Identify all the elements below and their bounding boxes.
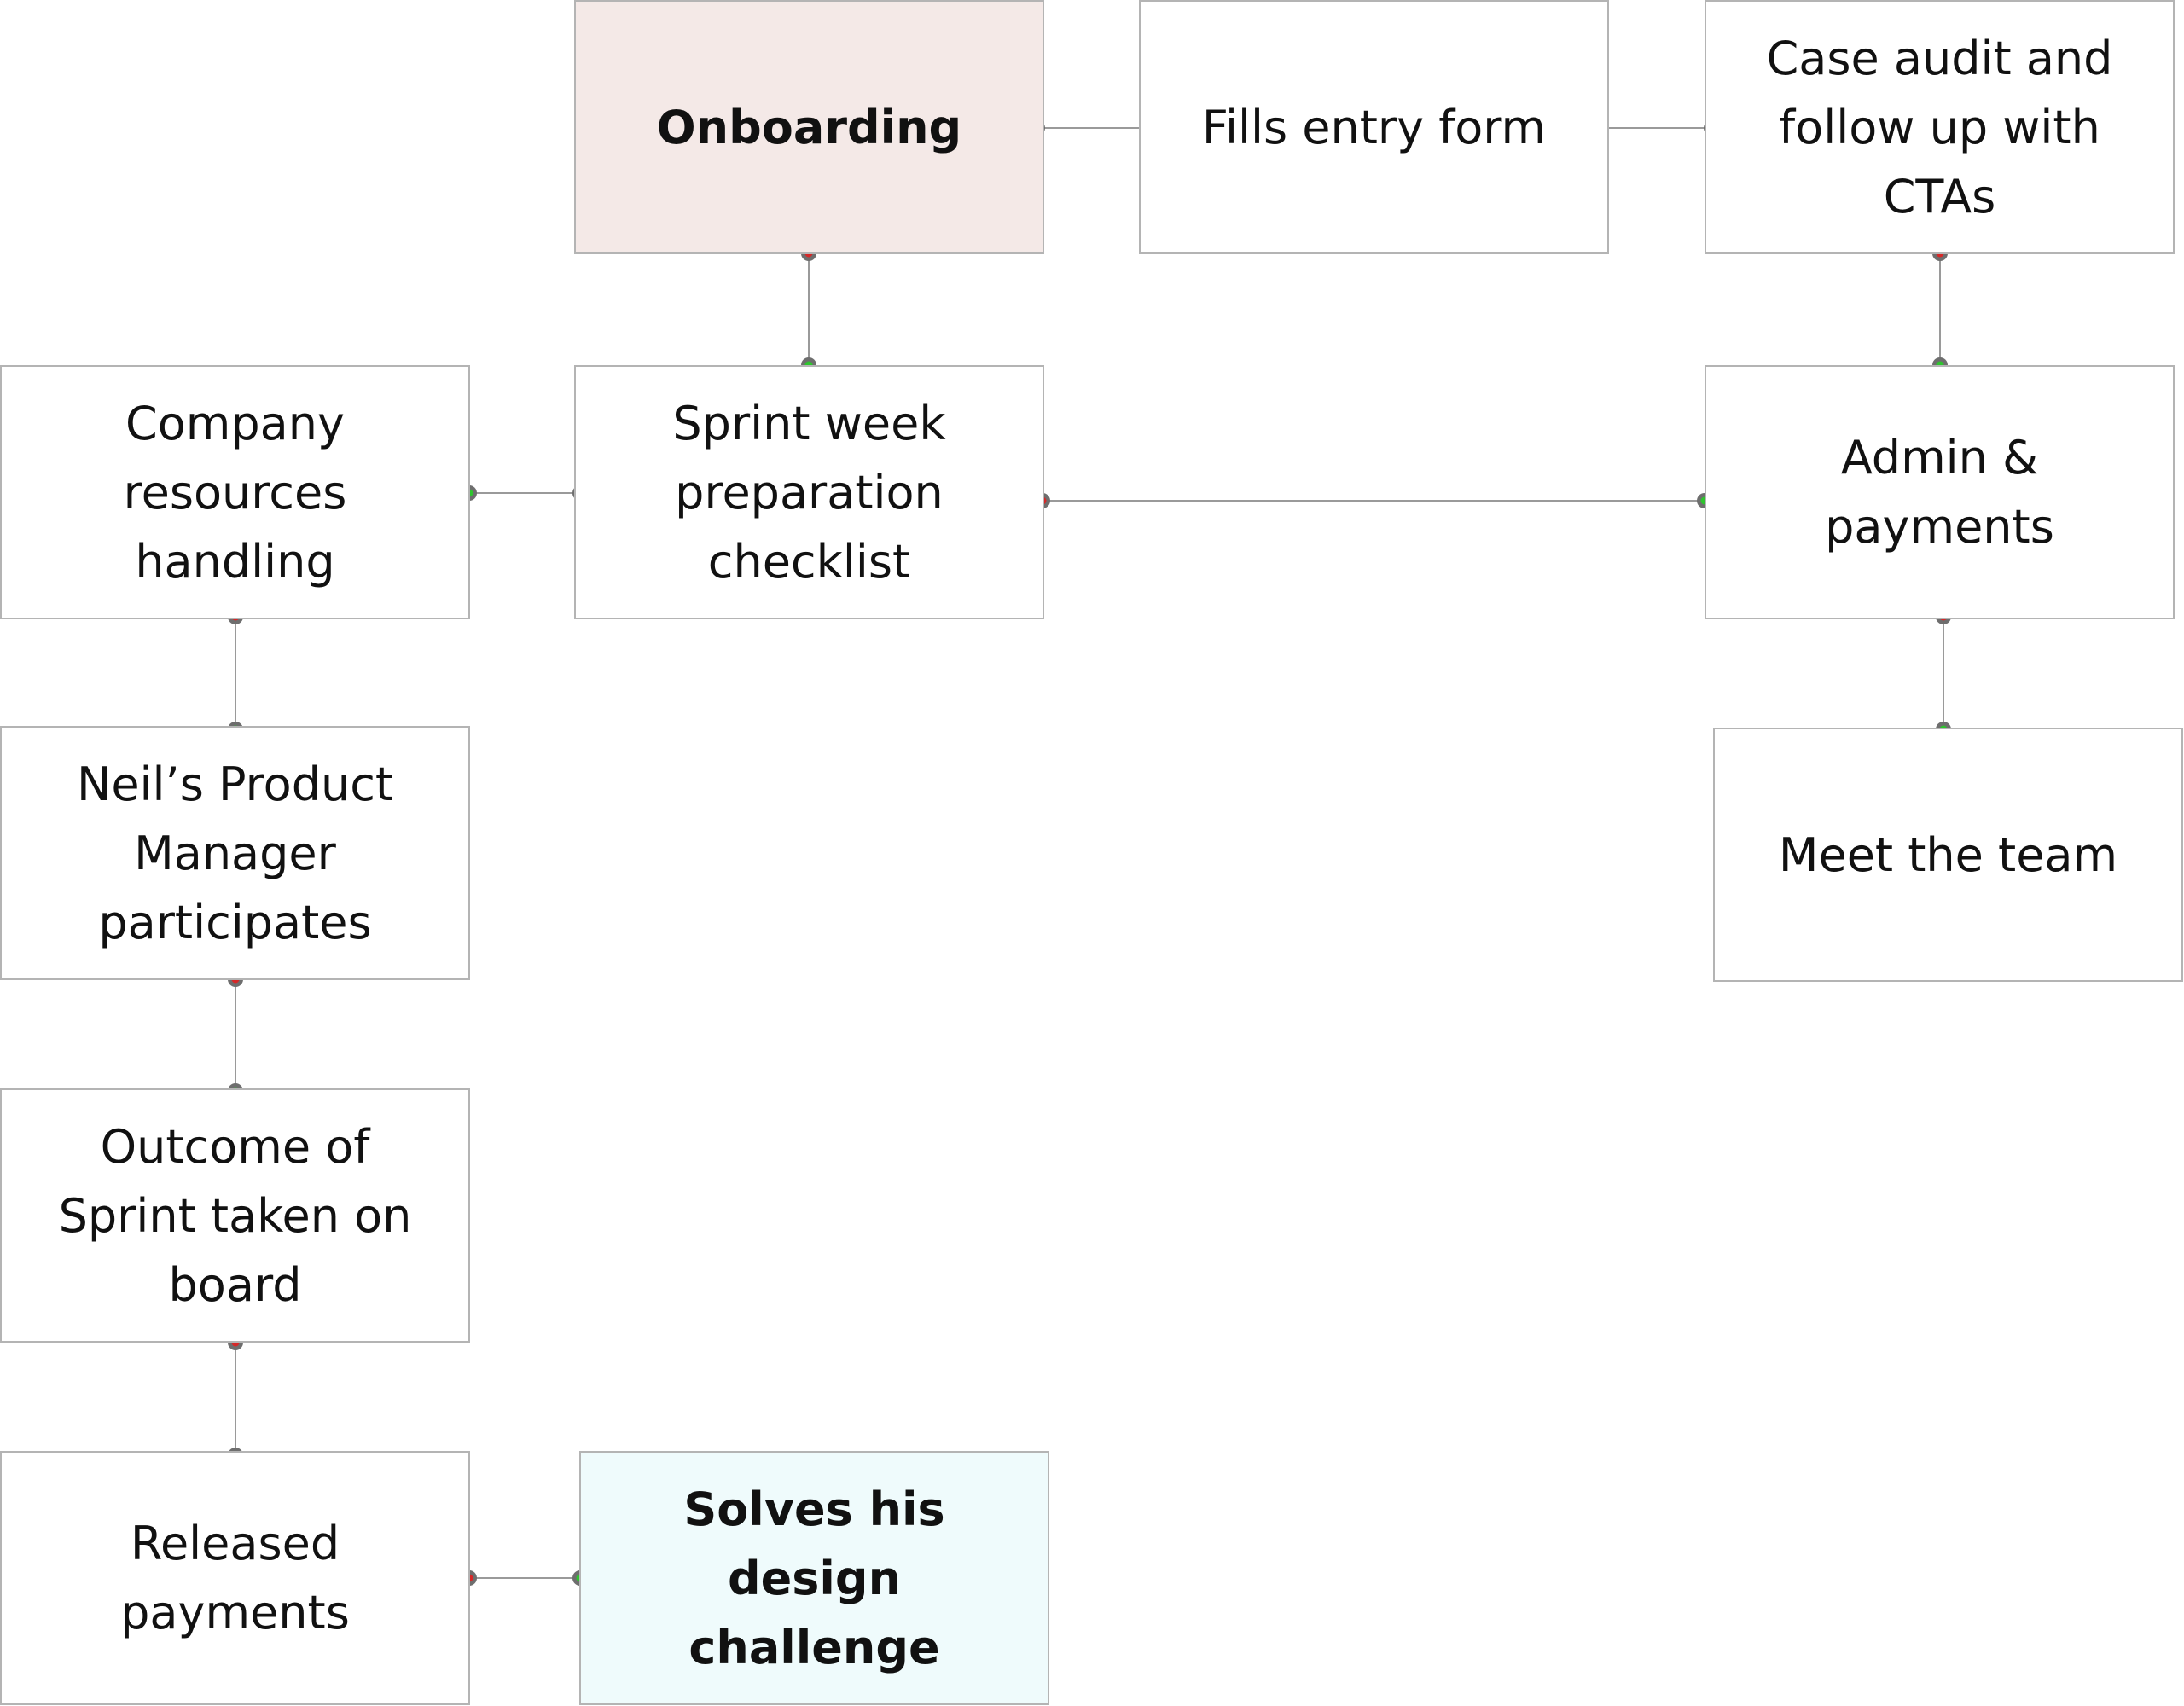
node-neils-product-manager-line-3: participates	[98, 895, 372, 949]
node-case-audit-line-3: CTAs	[1883, 169, 1996, 223]
node-onboarding-label: Onboarding	[656, 100, 962, 154]
node-neils-product-manager[interactable]: Neil’s Product Manager participates	[0, 726, 470, 980]
node-company-resources-line-2: resources	[123, 465, 347, 519]
node-solves-design-challenge-line-1: Solves his design	[683, 1482, 945, 1605]
node-meet-the-team-label: Meet the team	[1778, 827, 2118, 882]
node-company-resources-line-1: Company	[125, 396, 345, 450]
node-admin-payments-line-2: payments	[1825, 500, 2054, 554]
node-released-payments-line-1: Released	[130, 1517, 340, 1570]
node-meet-the-team[interactable]: Meet the team	[1713, 728, 2183, 982]
node-sprint-week-line-1: Sprint week	[672, 396, 946, 450]
node-admin-payments-line-1: Admin &	[1840, 431, 2039, 485]
node-company-resources[interactable]: Company resources handling	[0, 365, 470, 619]
node-company-resources-line-3: handling	[135, 534, 335, 589]
node-outcome-of-sprint-line-2: Sprint taken on	[58, 1188, 412, 1243]
node-sprint-week-line-3: checklist	[707, 534, 911, 589]
node-outcome-of-sprint[interactable]: Outcome of Sprint taken on board	[0, 1088, 470, 1343]
node-sprint-week-line-2: preparation	[675, 465, 944, 519]
node-case-audit-line-1: Case audit and	[1766, 31, 2113, 85]
node-released-payments[interactable]: Released payments	[0, 1451, 470, 1705]
node-neils-product-manager-line-1: Neil’s Product	[76, 757, 394, 811]
node-outcome-of-sprint-line-1: Outcome of	[100, 1119, 370, 1174]
node-solves-design-challenge[interactable]: Solves his design challenge	[579, 1451, 1049, 1705]
node-case-audit-line-2: follow up with	[1779, 100, 2100, 154]
node-admin-payments[interactable]: Admin & payments	[1705, 365, 2175, 619]
node-onboarding[interactable]: Onboarding	[574, 0, 1044, 254]
node-fills-entry-form-label: Fills entry form	[1201, 100, 1547, 154]
node-case-audit[interactable]: Case audit and follow up with CTAs	[1705, 0, 2175, 254]
node-solves-design-challenge-line-2: challenge	[688, 1620, 940, 1674]
node-sprint-week[interactable]: Sprint week preparation checklist	[574, 365, 1044, 619]
node-neils-product-manager-line-2: Manager	[134, 826, 336, 880]
node-released-payments-line-2: payments	[120, 1586, 350, 1639]
node-outcome-of-sprint-line-3: board	[168, 1257, 302, 1312]
node-fills-entry-form[interactable]: Fills entry form	[1139, 0, 1609, 254]
